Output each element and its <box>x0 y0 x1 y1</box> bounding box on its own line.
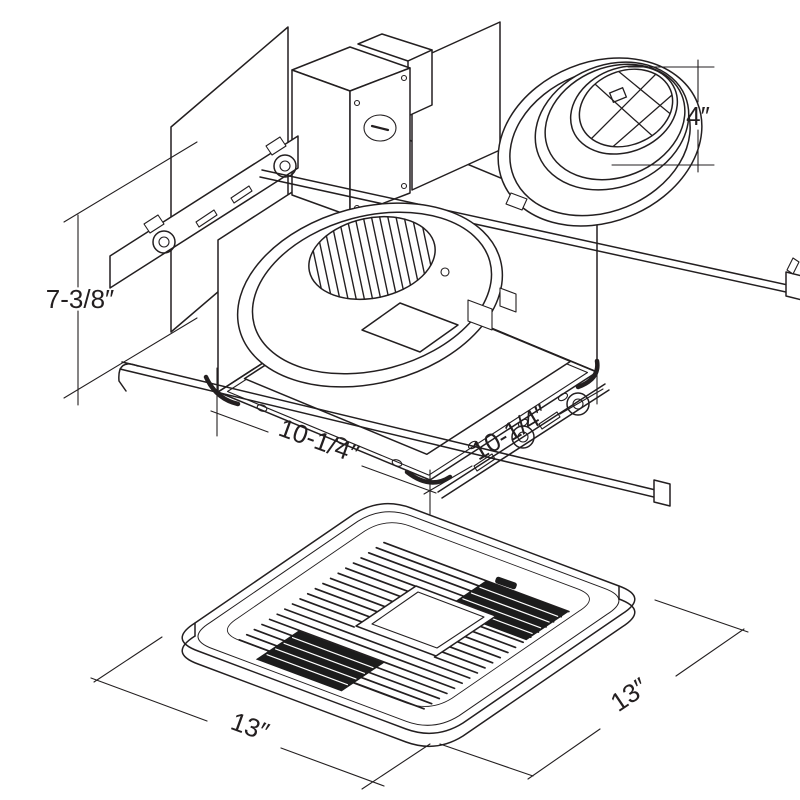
flange-tab <box>265 136 287 156</box>
keyhole-mounting-flange <box>109 135 299 289</box>
housing-view: 7-3/8″ 4″ 10-1/4″ 10-1/4″ <box>46 21 800 515</box>
keyhole-slot <box>273 154 297 178</box>
dimension-housing-height: 7-3/8″ <box>46 141 198 406</box>
dimension-label-housing-height: 7-3/8″ <box>46 284 114 314</box>
housing-interior-details <box>361 267 517 353</box>
hanger-rail-front <box>118 361 671 507</box>
brand-logo-mark <box>495 576 517 590</box>
blower-wheel-vanes <box>312 216 432 300</box>
grille-bowl-contour <box>226 522 590 707</box>
rim-slots <box>256 392 569 467</box>
dimension-duct-diameter: 4″ <box>611 59 715 173</box>
rail-end-bracket <box>653 479 671 507</box>
dimension-label-grille-depth: 13″ <box>605 671 653 717</box>
dimension-label-duct-diameter: 4″ <box>686 101 710 131</box>
keyhole-slot <box>152 230 176 254</box>
motor-plate <box>361 302 459 353</box>
duct-connector <box>497 57 703 227</box>
flange-tab <box>143 214 165 234</box>
grille-view: 13″ 13″ <box>90 502 749 790</box>
knockout-circle <box>363 114 397 142</box>
grille-side-skirt <box>181 585 636 748</box>
grille-dark-patch <box>255 630 385 692</box>
junction-box <box>291 46 411 217</box>
rail-end-bracket <box>785 271 800 301</box>
side-channel-bracket <box>437 383 610 499</box>
dimension-label-grille-width: 13″ <box>227 706 273 747</box>
duct-tab <box>505 192 528 211</box>
grille-rim-contour <box>197 511 620 726</box>
grille-center-opening <box>355 585 497 657</box>
hanger-rail-back <box>259 169 800 301</box>
